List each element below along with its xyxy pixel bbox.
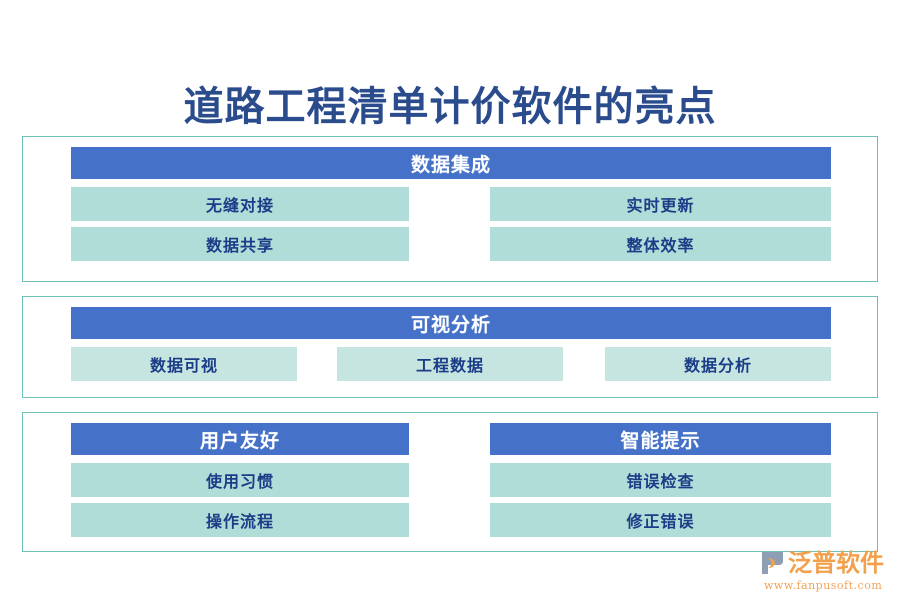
section-header-data-integration[interactable]: 数据集成 — [71, 147, 831, 179]
cell-realtime-update[interactable]: 实时更新 — [490, 187, 831, 221]
section-header-smart-hints[interactable]: 智能提示 — [490, 423, 831, 455]
fanpu-swoosh-icon — [758, 549, 786, 577]
brand-logo[interactable]: 泛普软件 www.fanpusoft.com — [758, 548, 894, 594]
brand-logo-row: 泛普软件 — [758, 548, 894, 578]
cell-data-sharing[interactable]: 数据共享 — [71, 227, 409, 261]
page-title: 道路工程清单计价软件的亮点 — [183, 83, 717, 130]
cell-overall-efficiency[interactable]: 整体效率 — [490, 227, 831, 261]
section-data-integration: 数据集成 无缝对接 实时更新 数据共享 整体效率 — [22, 136, 878, 282]
cell-error-check[interactable]: 错误检查 — [490, 463, 831, 497]
section-header-user-friendly[interactable]: 用户友好 — [71, 423, 409, 455]
cell-data-analysis[interactable]: 数据分析 — [605, 347, 831, 381]
section-visual-analysis: 可视分析 数据可视 工程数据 数据分析 — [22, 296, 878, 398]
cell-operation-flow[interactable]: 操作流程 — [71, 503, 409, 537]
section-header-visual-analysis[interactable]: 可视分析 — [71, 307, 831, 339]
brand-name: 泛普软件 — [788, 548, 884, 577]
cell-engineering-data[interactable]: 工程数据 — [337, 347, 563, 381]
cell-data-visualization[interactable]: 数据可视 — [71, 347, 297, 381]
cell-error-correction[interactable]: 修正错误 — [490, 503, 831, 537]
cell-seamless-docking[interactable]: 无缝对接 — [71, 187, 409, 221]
section-user-friendly-and-smart-hints: 用户友好 使用习惯 操作流程 智能提示 错误检查 修正错误 — [22, 412, 878, 552]
cell-usage-habits[interactable]: 使用习惯 — [71, 463, 409, 497]
brand-url: www.fanpusoft.com — [764, 579, 883, 592]
